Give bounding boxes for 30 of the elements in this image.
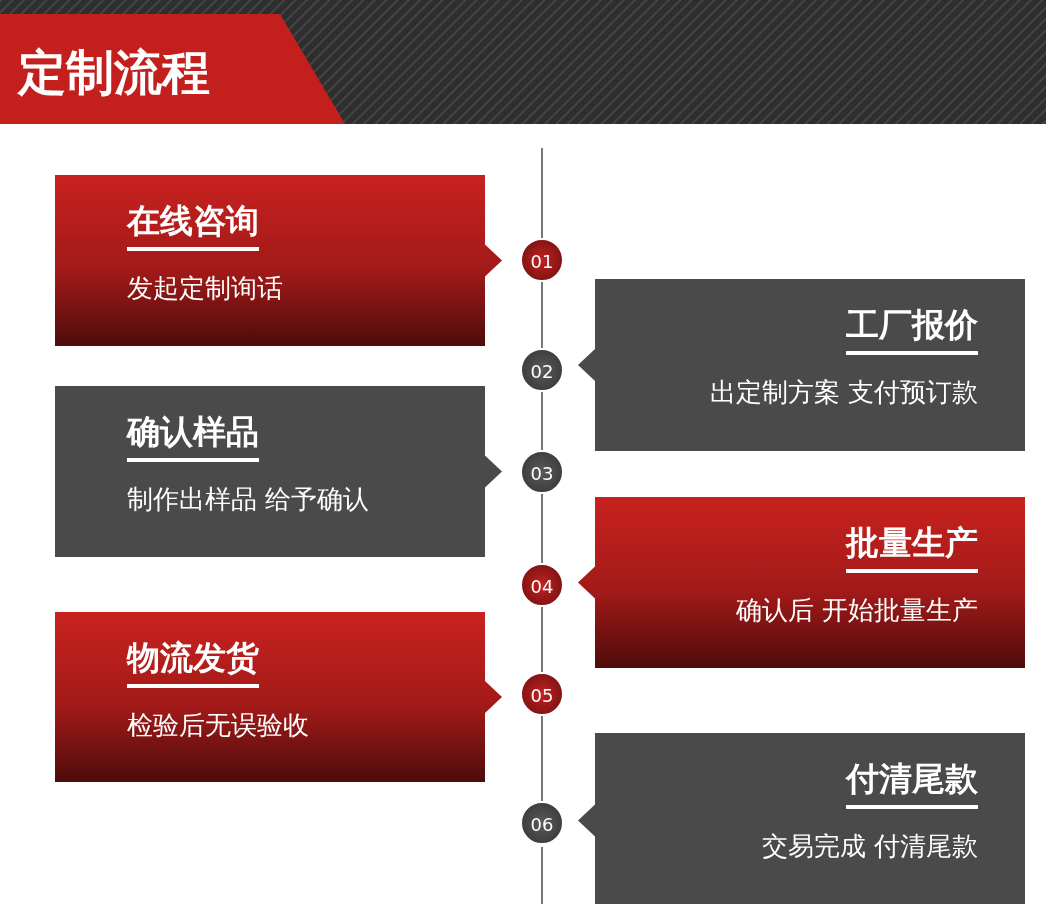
step-card <box>578 497 1025 668</box>
timeline-line <box>541 493 543 564</box>
step-heading: 确认样品 <box>127 412 259 462</box>
step-heading: 在线咨询 <box>127 201 259 251</box>
timeline-line <box>541 715 543 802</box>
step-description: 出定制方案 支付预订款 <box>709 376 978 409</box>
step-card <box>578 733 1025 904</box>
timeline-line <box>541 606 543 673</box>
step-number-circle: 04 <box>520 563 564 607</box>
step-heading: 工厂报价 <box>846 305 978 355</box>
step-heading: 付清尾款 <box>846 759 978 809</box>
step-number-circle: 05 <box>520 672 564 716</box>
step-description: 确认后 开始批量生产 <box>735 594 978 627</box>
step-number-circle: 06 <box>520 801 564 845</box>
step-description: 制作出样品 给予确认 <box>127 483 370 516</box>
step-heading: 批量生产 <box>846 523 978 573</box>
timeline-line <box>541 391 543 451</box>
title: 定制流程 <box>18 43 210 102</box>
step-description: 交易完成 付清尾款 <box>761 830 978 863</box>
step-card <box>55 386 502 557</box>
step-description: 检验后无误验收 <box>127 709 309 742</box>
step-number-circle: 01 <box>520 238 564 282</box>
step-card <box>55 175 502 346</box>
step-heading: 物流发货 <box>127 638 259 688</box>
step-card <box>578 279 1025 451</box>
timeline-line <box>541 281 543 349</box>
step-card <box>55 612 502 782</box>
step-number-circle: 02 <box>520 348 564 392</box>
step-description: 发起定制询话 <box>127 272 283 305</box>
step-number-circle: 03 <box>520 450 564 494</box>
